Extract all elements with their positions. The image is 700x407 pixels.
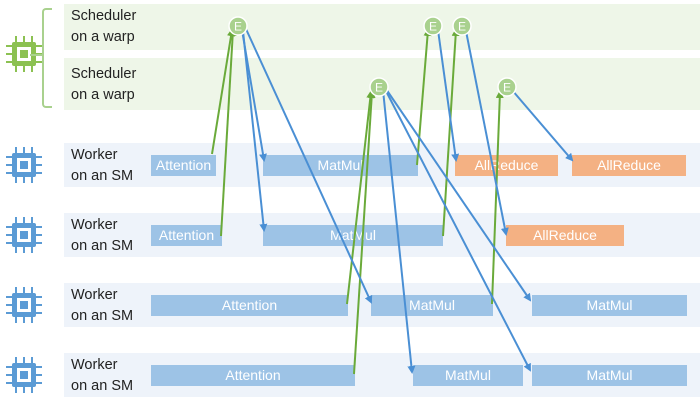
scheduler-label: Scheduler on a warp <box>71 64 136 106</box>
notify-arrow <box>220 28 237 237</box>
scheduler-label-line2: on a warp <box>71 87 135 103</box>
task-matmul: MatMul <box>532 365 687 386</box>
event-label: E <box>429 20 437 34</box>
task-matmul: MatMul <box>371 295 493 316</box>
worker-label-line1: Worker <box>71 147 118 163</box>
worker-label: Worker on an SM <box>71 145 133 187</box>
sm-chip-icon <box>6 287 42 323</box>
sm-chip-icon <box>6 357 42 393</box>
scheduler-label: Scheduler on a warp <box>71 6 136 48</box>
worker-label: Worker on an SM <box>71 215 133 257</box>
event-label: E <box>234 20 242 34</box>
scheduler-label-line1: Scheduler <box>71 66 137 82</box>
dispatch-arrow <box>245 28 373 304</box>
scheduler-label-line1: Scheduler <box>71 8 137 24</box>
notify-arrow <box>353 90 376 375</box>
notify-arrow <box>416 28 432 166</box>
task-matmul: MatMul <box>413 365 523 386</box>
notify-arrow <box>491 90 504 305</box>
worker-label-line2: on an SM <box>71 378 134 394</box>
task-attention: Attention <box>151 155 216 176</box>
notify-arrow <box>346 90 375 305</box>
worker-label: Worker on an SM <box>71 285 133 327</box>
event-node: E <box>497 77 517 97</box>
dispatch-arrow <box>465 30 509 236</box>
event-node: E <box>369 77 389 97</box>
notify-arrow <box>442 28 460 237</box>
event-label: E <box>503 81 511 95</box>
worker-label: Worker on an SM <box>71 355 133 397</box>
dispatch-arrow <box>382 89 416 374</box>
worker-label-line1: Worker <box>71 287 118 303</box>
task-attention: Attention <box>151 225 222 246</box>
scheduler-bracket <box>42 8 52 108</box>
worker-label-line1: Worker <box>71 357 118 373</box>
dispatch-arrow <box>437 29 460 162</box>
event-node: E <box>423 16 443 36</box>
event-label: E <box>458 20 466 34</box>
scheduler-bracket-tick <box>30 54 42 56</box>
dispatch-arrow <box>385 90 531 372</box>
scheduler-lane-1 <box>64 4 700 50</box>
worker-label-line1: Worker <box>71 217 118 233</box>
task-matmul: MatMul <box>263 155 418 176</box>
task-attention: Attention <box>151 365 355 386</box>
event-node: E <box>228 16 248 36</box>
task-attention: Attention <box>151 295 348 316</box>
worker-label-line2: on an SM <box>71 238 134 254</box>
sm-chip-icon <box>6 217 42 253</box>
task-allreduce: AllReduce <box>572 155 686 176</box>
task-allreduce: AllReduce <box>506 225 624 246</box>
dispatch-arrow <box>511 89 574 162</box>
worker-label-line2: on an SM <box>71 168 134 184</box>
task-allreduce: AllReduce <box>455 155 558 176</box>
dispatch-arrow <box>242 30 268 232</box>
notify-arrow <box>211 28 235 155</box>
event-label: E <box>375 81 383 95</box>
worker-label-line2: on an SM <box>71 308 134 324</box>
sm-chip-icon <box>6 147 42 183</box>
event-node: E <box>452 16 472 36</box>
dispatch-arrow <box>385 88 532 302</box>
scheduler-label-line2: on a warp <box>71 29 135 45</box>
task-matmul: MatMul <box>532 295 687 316</box>
warp-chip-icon <box>6 36 42 72</box>
